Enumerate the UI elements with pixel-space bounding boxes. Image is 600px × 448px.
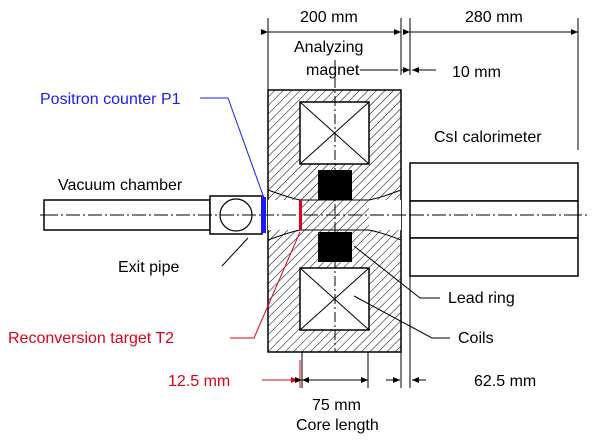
vacuum-chamber-body [43,195,263,235]
dim-core: 75 mm [312,397,361,414]
dim-calorimeter-width: 280 mm [465,9,523,26]
dim-gap: 10 mm [452,64,501,81]
core-length-label: Core length [296,417,379,434]
reconversion-target-t2 [299,200,302,230]
vacuum-chamber-label: Vacuum chamber [58,177,183,194]
positron-counter-p1 [261,197,266,233]
bottom-dimensions [262,276,426,388]
dim-target-offset: 12.5 mm [168,373,230,390]
exit-pipe-label: Exit pipe [118,259,179,276]
positron-counter-label: Positron counter P1 [40,91,181,108]
leader-lines [200,67,450,339]
analyzing-magnet-label-2: magnet [306,62,360,79]
coils-label: Coils [458,330,494,347]
csi-calorimeter-label: CsI calorimeter [434,129,542,146]
dim-magnet-width: 200 mm [300,9,358,26]
dim-calorimeter-offset: 62.5 mm [474,373,536,390]
csi-calorimeter [409,162,579,277]
reconversion-target-label: Reconversion target T2 [8,330,174,347]
extension-lines [261,18,579,150]
lead-ring-label: Lead ring [448,290,515,307]
analyzing-magnet-label-1: Analyzing [294,39,363,56]
